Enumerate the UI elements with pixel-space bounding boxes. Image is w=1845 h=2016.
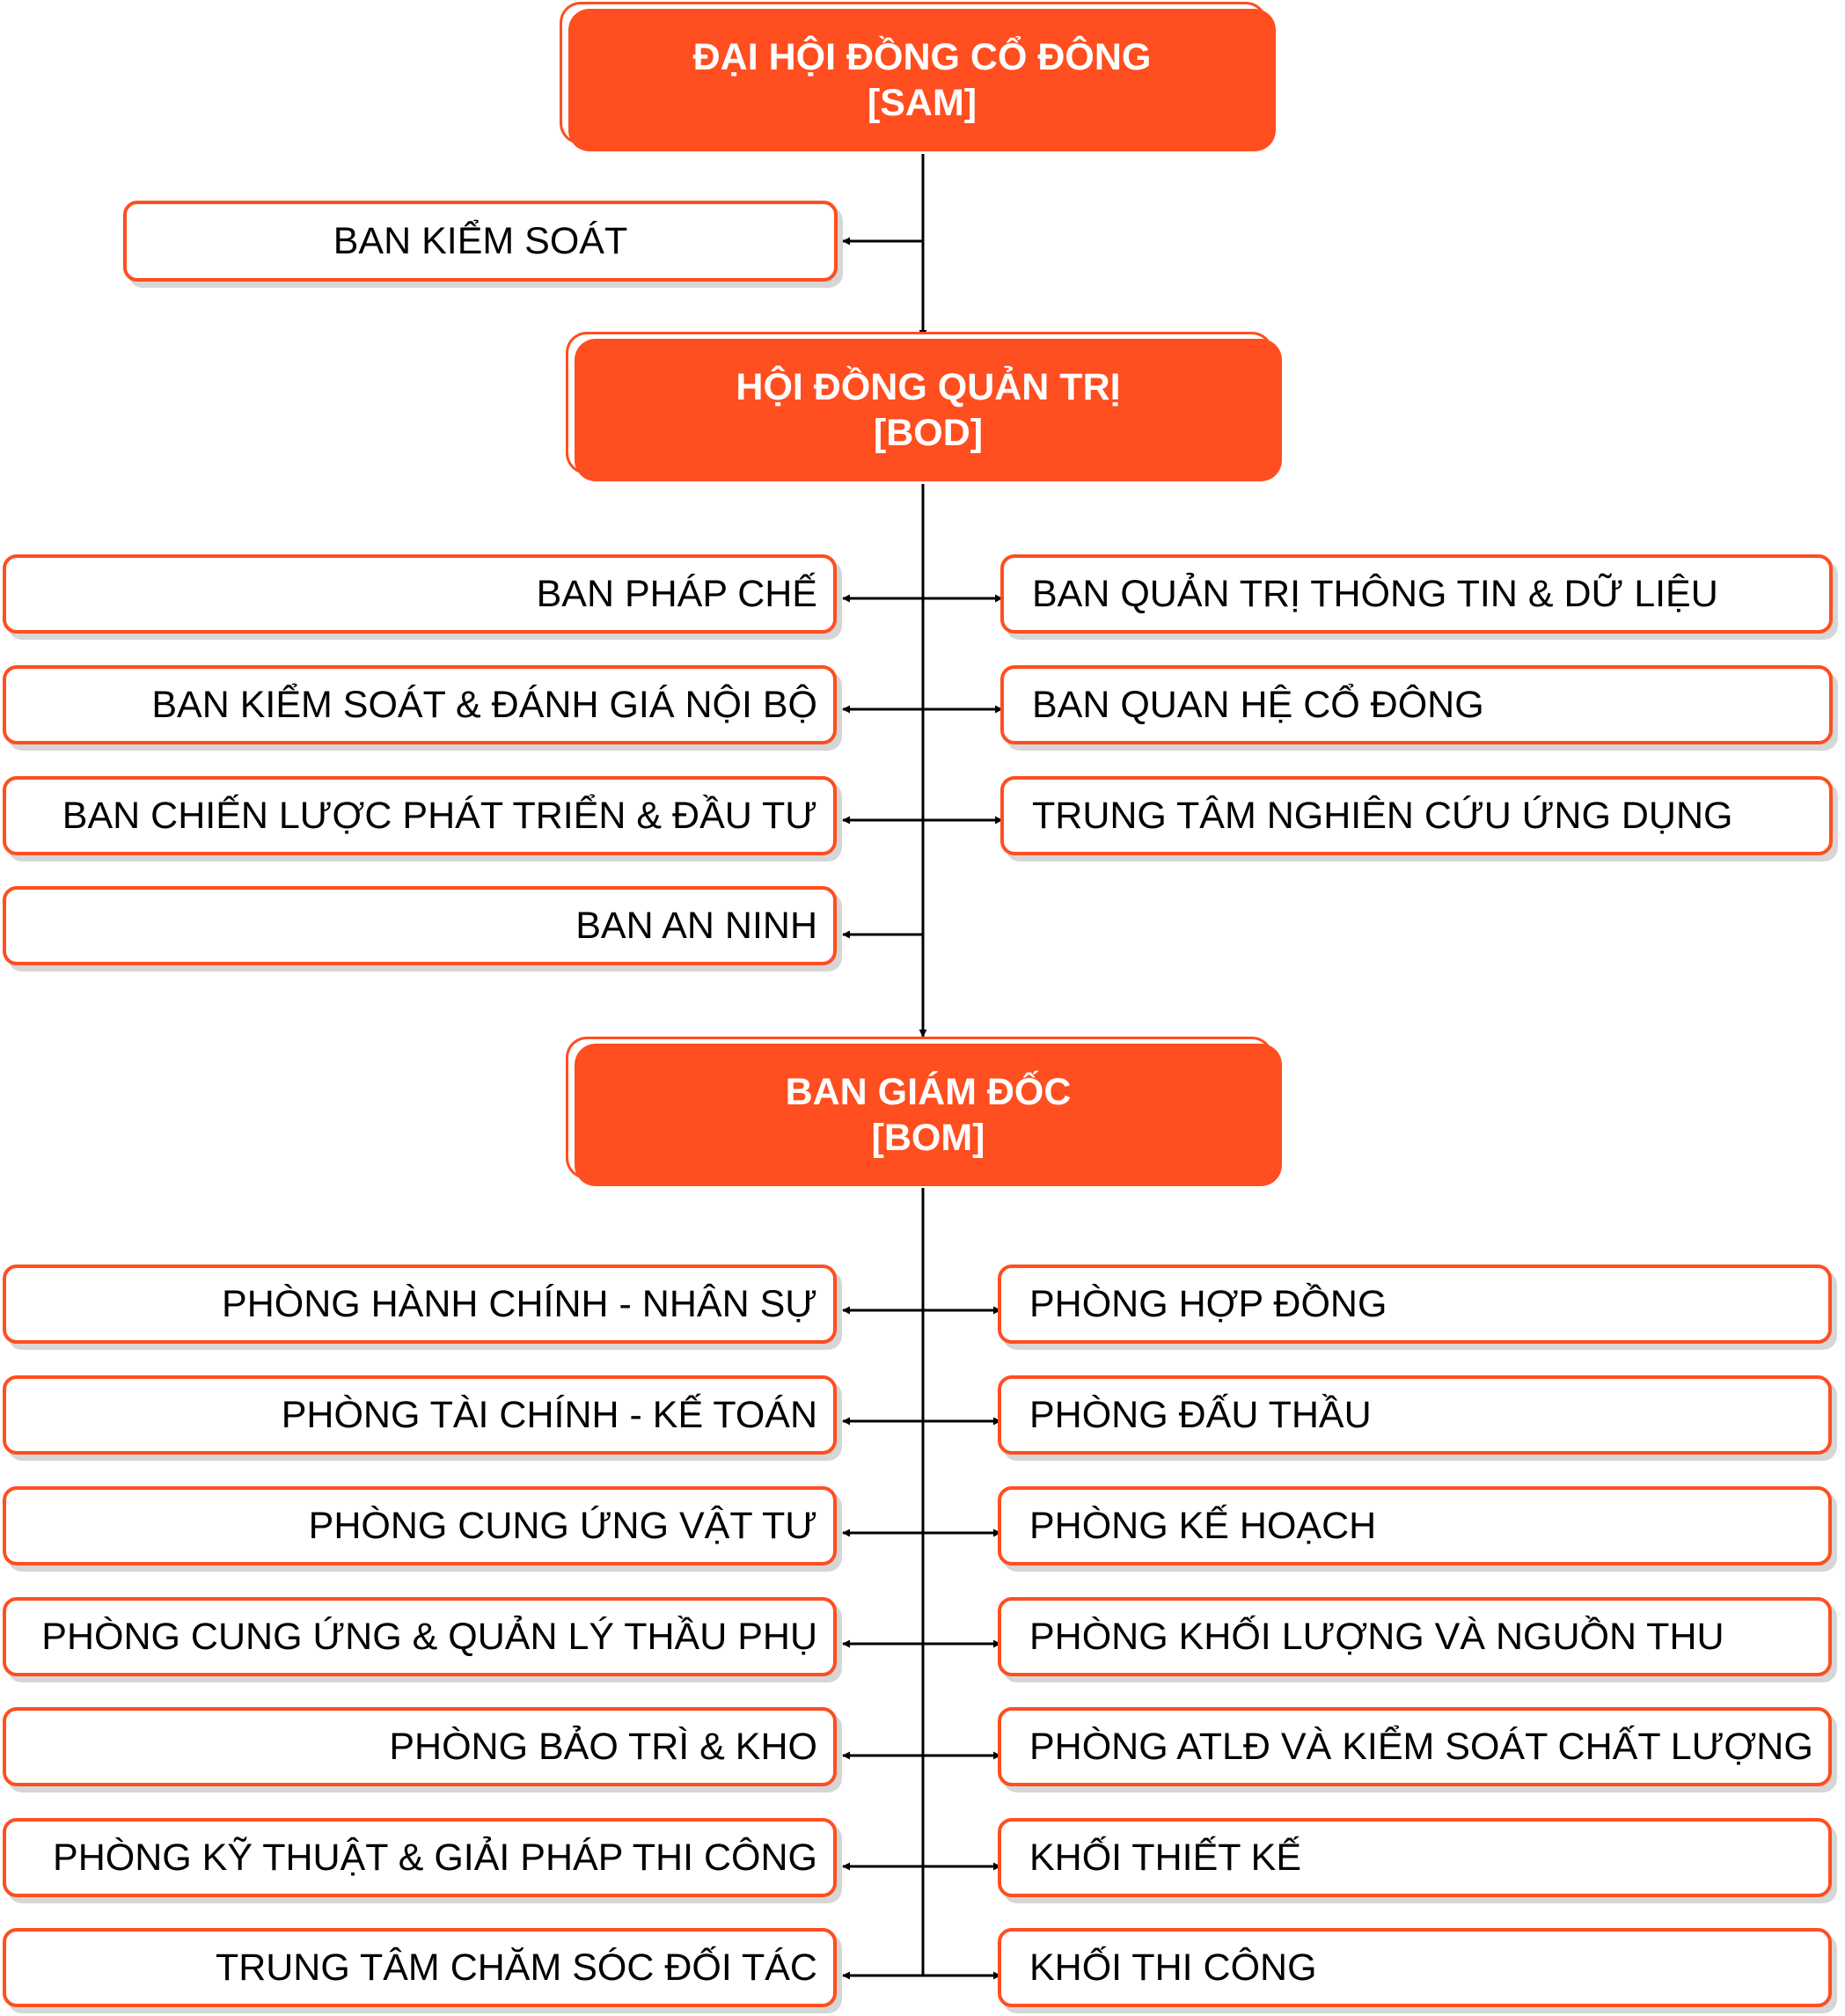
- bom-left-unit: PHÒNG BẢO TRÌ & KHO: [3, 1707, 837, 1786]
- bom-title: BAN GIÁM ĐỐC: [785, 1071, 1072, 1113]
- unit-label: PHÒNG TÀI CHÍNH - KẾ TOÁN: [281, 1393, 817, 1436]
- bod-left-unit: BAN KIỂM SOÁT & ĐÁNH GIÁ NỘI BỘ: [3, 665, 837, 744]
- unit-label: PHÒNG BẢO TRÌ & KHO: [389, 1725, 817, 1768]
- bom-left-unit: PHÒNG HÀNH CHÍNH - NHÂN SỰ: [3, 1265, 837, 1344]
- sam-title: ĐẠI HỘI ĐỒNG CỔ ĐÔNG: [692, 36, 1152, 78]
- unit-label: PHÒNG ĐẤU THẦU: [1029, 1393, 1372, 1436]
- unit-label: BAN PHÁP CHẾ: [536, 572, 817, 615]
- unit-label: PHÒNG KỸ THUẬT & GIẢI PHÁP THI CÔNG: [53, 1836, 817, 1879]
- bod-code: [BOD]: [873, 412, 984, 454]
- bom-right-unit: PHÒNG ĐẤU THẦU: [998, 1375, 1832, 1455]
- bom-right-unit: PHÒNG ATLĐ VÀ KIỂM SOÁT CHẤT LƯỢNG: [998, 1707, 1832, 1786]
- unit-label: BAN AN NINH: [575, 904, 817, 947]
- unit-label: BAN KIỂM SOÁT & ĐÁNH GIÁ NỘI BỘ: [151, 683, 817, 726]
- bod-title: HỘI ĐỒNG QUẢN TRỊ: [736, 366, 1121, 408]
- bom-left-unit: PHÒNG KỸ THUẬT & GIẢI PHÁP THI CÔNG: [3, 1818, 837, 1897]
- sam-code: [SAM]: [867, 82, 977, 124]
- unit-label: PHÒNG CUNG ỨNG & QUẢN LÝ THẦU PHỤ: [41, 1615, 817, 1658]
- unit-label: KHỐI THIẾT KẾ: [1029, 1836, 1302, 1879]
- bom-right-unit: PHÒNG KHỐI LƯỢNG VÀ NGUỒN THU: [998, 1597, 1832, 1676]
- bom-right-unit: PHÒNG HỢP ĐỒNG: [998, 1265, 1832, 1344]
- bom-right-unit: KHỐI THI CÔNG: [998, 1928, 1832, 2007]
- bod-box: HỘI ĐỒNG QUẢN TRỊ [BOD]: [575, 339, 1282, 481]
- unit-label: PHÒNG KHỐI LƯỢNG VÀ NGUỒN THU: [1029, 1615, 1724, 1658]
- unit-label: BAN QUẢN TRỊ THÔNG TIN & DỮ LIỆU: [1032, 572, 1718, 615]
- supervisory-board-box: BAN KIỂM SOÁT: [123, 201, 838, 282]
- bod-left-unit: BAN AN NINH: [3, 886, 837, 965]
- sam-box: ĐẠI HỘI ĐỒNG CỔ ĐÔNG [SAM]: [568, 9, 1276, 151]
- bom-box: BAN GIÁM ĐỐC [BOM]: [575, 1044, 1282, 1186]
- bom-left-unit: TRUNG TÂM CHĂM SÓC ĐỐI TÁC: [3, 1928, 837, 2007]
- bod-left-unit: BAN PHÁP CHẾ: [3, 554, 837, 634]
- bom-left-unit: PHÒNG CUNG ỨNG & QUẢN LÝ THẦU PHỤ: [3, 1597, 837, 1676]
- bod-right-unit: BAN QUAN HỆ CỔ ĐÔNG: [1000, 665, 1833, 744]
- bom-right-unit: PHÒNG KẾ HOẠCH: [998, 1486, 1832, 1565]
- unit-label: PHÒNG HÀNH CHÍNH - NHÂN SỰ: [222, 1282, 817, 1325]
- bom-left-unit: PHÒNG CUNG ỨNG VẬT TƯ: [3, 1486, 837, 1565]
- unit-label: KHỐI THI CÔNG: [1029, 1946, 1317, 1989]
- unit-label: BAN QUAN HỆ CỔ ĐÔNG: [1032, 683, 1484, 726]
- bod-left-unit: BAN CHIẾN LƯỢC PHÁT TRIỂN & ĐẦU TƯ: [3, 776, 837, 855]
- unit-label: BAN CHIẾN LƯỢC PHÁT TRIỂN & ĐẦU TƯ: [62, 794, 817, 837]
- supervisory-board-label: BAN KIỂM SOÁT: [333, 219, 628, 262]
- bom-right-unit: KHỐI THIẾT KẾ: [998, 1818, 1832, 1897]
- bom-left-unit: PHÒNG TÀI CHÍNH - KẾ TOÁN: [3, 1375, 837, 1455]
- unit-label: TRUNG TÂM NGHIÊN CỨU ỨNG DỤNG: [1032, 794, 1733, 837]
- bod-right-unit: TRUNG TÂM NGHIÊN CỨU ỨNG DỤNG: [1000, 776, 1833, 855]
- unit-label: TRUNG TÂM CHĂM SÓC ĐỐI TÁC: [215, 1946, 817, 1989]
- bod-right-unit: BAN QUẢN TRỊ THÔNG TIN & DỮ LIỆU: [1000, 554, 1833, 634]
- unit-label: PHÒNG HỢP ĐỒNG: [1029, 1282, 1387, 1325]
- bom-code: [BOM]: [871, 1117, 985, 1159]
- unit-label: PHÒNG KẾ HOẠCH: [1029, 1504, 1377, 1547]
- unit-label: PHÒNG ATLĐ VÀ KIỂM SOÁT CHẤT LƯỢNG: [1029, 1725, 1813, 1768]
- unit-label: PHÒNG CUNG ỨNG VẬT TƯ: [308, 1504, 817, 1547]
